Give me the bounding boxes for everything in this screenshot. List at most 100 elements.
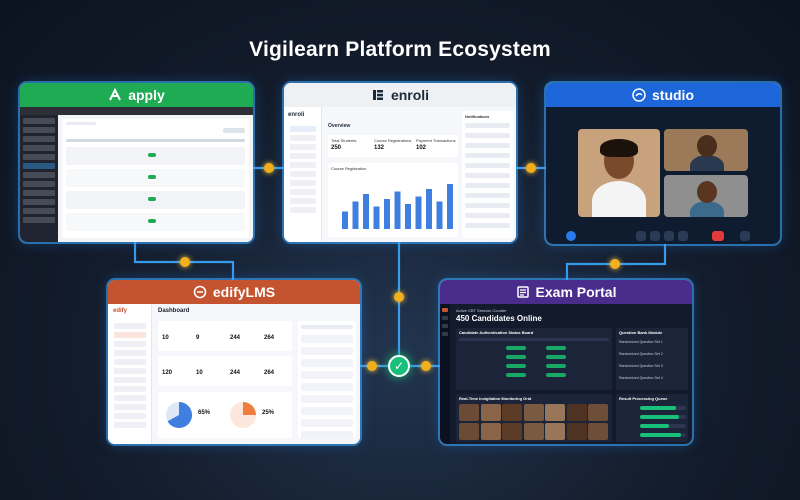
candidate-camera-tile[interactable] bbox=[459, 404, 479, 421]
edify-logo-icon bbox=[193, 285, 207, 299]
enroli-chart: Course Registration bbox=[328, 163, 458, 237]
edify-pie-chart bbox=[166, 401, 193, 428]
registration-bar bbox=[373, 206, 380, 229]
exam-header: Exam Portal bbox=[440, 280, 692, 304]
record-button[interactable] bbox=[678, 231, 688, 241]
monitor-title: Real-Time Invigilation Monitoring Grid bbox=[459, 396, 532, 401]
bank-item[interactable]: Randomized Question Set 4 bbox=[619, 376, 663, 380]
registration-bar bbox=[342, 211, 348, 229]
stat-value: 264 bbox=[264, 335, 275, 341]
edify-screenshot: edify Dashboard 10 9 244 264 120 10 244 … bbox=[108, 304, 360, 444]
stat-value: 10 bbox=[196, 370, 203, 376]
edify-brand: edify bbox=[113, 308, 128, 314]
candidate-camera-tile[interactable] bbox=[459, 423, 479, 440]
registration-bar bbox=[394, 191, 401, 229]
page-title: Vigilearn Platform Ecosystem bbox=[249, 38, 551, 61]
enroli-stats-row: Total Students 250 Course Registrations … bbox=[328, 135, 458, 157]
registration-bar bbox=[436, 201, 443, 229]
video-tile-main bbox=[578, 129, 660, 217]
session-label: Active CBT Session Counter bbox=[456, 308, 507, 313]
enroli-bar-chart bbox=[342, 184, 453, 229]
apply-card[interactable]: apply bbox=[20, 83, 253, 242]
session-value: 450 Candidates Online bbox=[456, 314, 542, 323]
chart-label: Course Registration bbox=[331, 166, 367, 171]
auth-status-board: Candidate Authentication Status Board bbox=[456, 328, 612, 390]
enroli-screenshot: enroli Overview Total Students 250 Cours… bbox=[284, 107, 516, 242]
more-button[interactable] bbox=[740, 231, 750, 241]
bank-item[interactable]: Randomized Question Set 2 bbox=[619, 352, 663, 356]
notifications-title: Notifications bbox=[465, 114, 490, 119]
enroli-logo-icon bbox=[372, 90, 383, 100]
invigilation-grid: Real-Time Invigilation Monitoring Grid bbox=[456, 394, 612, 442]
candidate-camera-tile[interactable] bbox=[480, 404, 501, 421]
registration-bar bbox=[447, 184, 453, 229]
stat-value: 264 bbox=[264, 370, 275, 376]
enroli-header: enroli bbox=[284, 83, 516, 107]
stat-value: 120 bbox=[162, 370, 173, 376]
queue-progress-fill bbox=[640, 433, 682, 437]
studio-card[interactable]: studio bbox=[546, 83, 780, 244]
candidate-camera-tile[interactable] bbox=[588, 404, 608, 421]
candidate-camera-tile[interactable] bbox=[502, 423, 522, 440]
registration-bar bbox=[363, 194, 369, 229]
apply-title: apply bbox=[128, 87, 165, 103]
pie-value: 65% bbox=[198, 410, 211, 416]
junction-node bbox=[367, 361, 377, 371]
queue-progress-fill bbox=[640, 424, 670, 428]
bank-item[interactable]: Randomized Question Set 1 bbox=[619, 340, 663, 344]
hub-check-icon: ✓ bbox=[388, 355, 410, 377]
stat-value: 132 bbox=[374, 145, 385, 151]
stat-label: Course Registrations bbox=[374, 138, 412, 143]
candidate-camera-tile[interactable] bbox=[502, 404, 522, 421]
edify-card[interactable]: edifyLMS edify Dashboard 10 9 244 264 12… bbox=[108, 280, 360, 444]
queue-progress-track bbox=[640, 433, 686, 437]
registration-bar bbox=[352, 201, 359, 229]
queue-progress-fill bbox=[640, 406, 676, 410]
enroli-card[interactable]: enroli enroli Overview Total Students 25… bbox=[284, 83, 516, 242]
registration-bar bbox=[384, 199, 390, 229]
edify-progress-panel: 65% 25% bbox=[158, 392, 292, 438]
candidate-camera-tile[interactable] bbox=[545, 423, 565, 440]
apply-logo-icon bbox=[109, 88, 122, 101]
exam-title: Exam Portal bbox=[535, 284, 617, 300]
candidate-camera-tile[interactable] bbox=[566, 404, 587, 421]
enroli-title: enroli bbox=[390, 87, 430, 103]
video-tile-top-right bbox=[664, 129, 748, 171]
pie-value: 25% bbox=[262, 410, 275, 416]
apply-header: apply bbox=[20, 83, 253, 107]
studio-header: studio bbox=[546, 83, 780, 107]
edify-pie-chart-2 bbox=[230, 402, 256, 428]
queue-progress-fill bbox=[640, 415, 680, 419]
studio-logo-icon bbox=[632, 88, 646, 102]
candidate-camera-tile[interactable] bbox=[588, 423, 608, 440]
candidate-camera-tile[interactable] bbox=[545, 404, 565, 421]
exam-screenshot: Active CBT Session Counter 450 Candidate… bbox=[440, 304, 692, 444]
bank-item[interactable]: Randomized Question Set 3 bbox=[619, 364, 663, 368]
stat-label: Payment Transactions bbox=[416, 138, 456, 143]
enroli-brand: enroli bbox=[288, 112, 305, 118]
exam-logo-icon bbox=[516, 286, 529, 298]
stat-value: 244 bbox=[230, 370, 241, 376]
candidate-camera-tile[interactable] bbox=[566, 423, 587, 440]
share-button[interactable] bbox=[664, 231, 674, 241]
candidate-camera-tile[interactable] bbox=[523, 423, 544, 440]
camera-button[interactable] bbox=[650, 231, 660, 241]
candidate-camera-tile[interactable] bbox=[480, 423, 501, 440]
edify-stats-row-1: 10 9 244 264 bbox=[158, 321, 292, 351]
stat-value: 102 bbox=[416, 145, 427, 151]
end-call-button[interactable] bbox=[712, 231, 724, 241]
edify-header: edifyLMS bbox=[108, 280, 360, 304]
candidate-camera-tile[interactable] bbox=[523, 404, 544, 421]
enroli-sidebar: enroli bbox=[284, 107, 322, 242]
junction-node bbox=[264, 163, 274, 173]
registration-bar bbox=[415, 196, 422, 229]
exam-card[interactable]: Exam Portal Active CBT Session Counter 4… bbox=[440, 280, 692, 444]
stat-value: 244 bbox=[230, 335, 241, 341]
exam-sidebar bbox=[440, 304, 450, 444]
browser-toolbar bbox=[20, 107, 253, 115]
studio-title: studio bbox=[652, 87, 694, 103]
stat-label: Total Students bbox=[331, 138, 357, 143]
enroli-page-title: Overview bbox=[328, 123, 351, 129]
add-participant-button[interactable] bbox=[566, 231, 576, 241]
mic-button[interactable] bbox=[636, 231, 646, 241]
